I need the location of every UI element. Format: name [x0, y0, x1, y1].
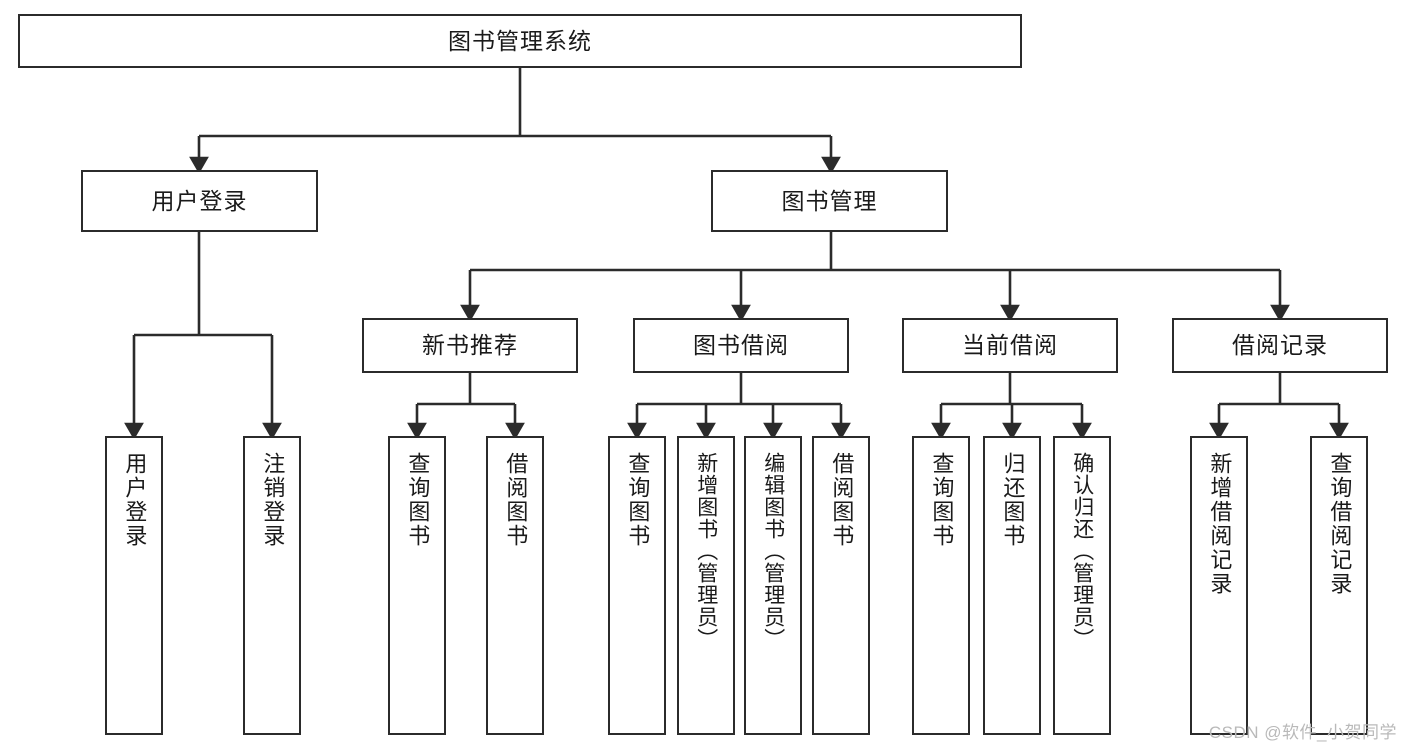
- leaf-bookborrow-add-book[interactable]: 新增图书（管理员）: [677, 436, 735, 735]
- node-current-borrow-label: 当前借阅: [962, 332, 1058, 359]
- leaf-bookborrow-borrow-book[interactable]: 借阅图书: [812, 436, 870, 735]
- node-book-manage-label: 图书管理: [781, 187, 878, 214]
- node-user-login-label: 用户登录: [151, 187, 248, 214]
- leaf-borrowrecord-add-record-label: 新增借阅记录: [1207, 452, 1233, 596]
- leaf-user-login-label: 用户登录: [122, 452, 148, 548]
- leaf-recommend-query-book[interactable]: 查询图书: [388, 436, 446, 735]
- leaf-bookborrow-edit-book[interactable]: 编辑图书（管理员）: [744, 436, 802, 735]
- leaf-currentborrow-return-book-label: 归还图书: [1000, 452, 1026, 548]
- leaf-bookborrow-query-book[interactable]: 查询图书: [608, 436, 666, 735]
- node-current-borrow[interactable]: 当前借阅: [902, 318, 1118, 373]
- node-book-borrow[interactable]: 图书借阅: [633, 318, 849, 373]
- leaf-borrowrecord-query-record-label: 查询借阅记录: [1327, 452, 1353, 596]
- leaf-user-logout-label: 注销登录: [260, 452, 286, 548]
- leaf-bookborrow-query-book-label: 查询图书: [625, 452, 651, 548]
- node-book-manage[interactable]: 图书管理: [711, 170, 948, 232]
- leaf-user-login[interactable]: 用户登录: [105, 436, 163, 735]
- leaf-user-logout[interactable]: 注销登录: [243, 436, 301, 735]
- leaf-currentborrow-query-book[interactable]: 查询图书: [912, 436, 970, 735]
- csdn-watermark: CSDN @软件_小贺同学: [1208, 723, 1397, 742]
- node-book-borrow-label: 图书借阅: [693, 332, 789, 359]
- leaf-borrowrecord-add-record[interactable]: 新增借阅记录: [1190, 436, 1248, 735]
- node-borrow-record-label: 借阅记录: [1232, 332, 1328, 359]
- leaf-borrowrecord-query-record[interactable]: 查询借阅记录: [1310, 436, 1368, 735]
- leaf-recommend-borrow-book[interactable]: 借阅图书: [486, 436, 544, 735]
- leaf-currentborrow-query-book-label: 查询图书: [929, 452, 955, 548]
- leaf-bookborrow-add-book-label: 新增图书（管理员）: [694, 452, 718, 650]
- leaf-recommend-query-book-label: 查询图书: [405, 452, 431, 548]
- leaf-bookborrow-borrow-book-label: 借阅图书: [829, 452, 855, 548]
- node-new-book-recommend[interactable]: 新书推荐: [362, 318, 578, 373]
- node-root-label: 图书管理系统: [448, 27, 592, 54]
- leaf-currentborrow-confirm-return[interactable]: 确认归还（管理员）: [1053, 436, 1111, 735]
- node-user-login[interactable]: 用户登录: [81, 170, 318, 232]
- leaf-currentborrow-confirm-return-label: 确认归还（管理员）: [1070, 452, 1094, 650]
- leaf-bookborrow-edit-book-label: 编辑图书（管理员）: [761, 452, 785, 650]
- leaf-currentborrow-return-book[interactable]: 归还图书: [983, 436, 1041, 735]
- node-new-book-recommend-label: 新书推荐: [422, 332, 518, 359]
- node-root[interactable]: 图书管理系统: [18, 14, 1022, 68]
- node-borrow-record[interactable]: 借阅记录: [1172, 318, 1388, 373]
- leaf-recommend-borrow-book-label: 借阅图书: [503, 452, 529, 548]
